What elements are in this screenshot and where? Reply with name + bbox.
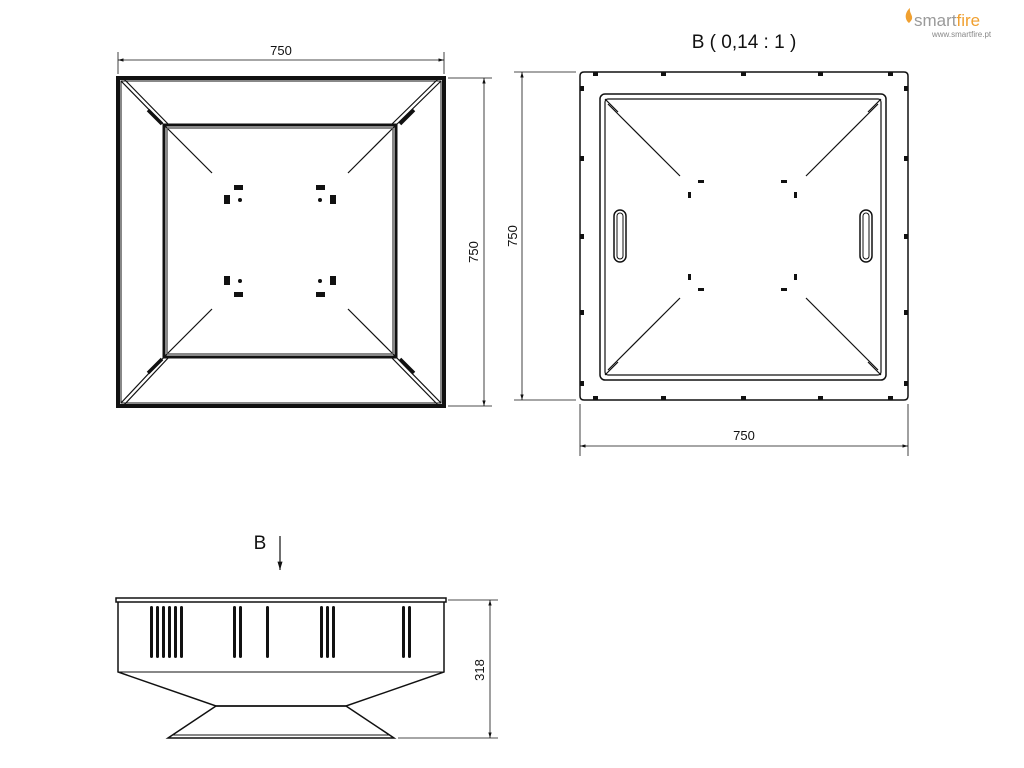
view-b-outer-plate: [579, 71, 909, 401]
side-view-bowl: [117, 602, 445, 707]
top-view-height-dimension: [448, 77, 492, 407]
view-b-handle-right: [859, 209, 873, 263]
top-view-width-dimension: [117, 52, 445, 74]
top-view-inner-frame: [120, 80, 442, 404]
view-b-mount-holes: [688, 180, 797, 291]
flame-icon: [905, 8, 913, 23]
top-view-diagonals: [167, 128, 393, 354]
side-view-height-label: 318: [472, 659, 487, 681]
view-b-rim: [599, 93, 887, 381]
view-b-height-dimension: [514, 71, 576, 401]
brand-name-part2: fire: [957, 11, 981, 30]
view-b-handle-right-inner: [862, 212, 870, 260]
view-b-title: B ( 0,14 : 1 ): [692, 32, 797, 53]
top-view-outer-frame: [116, 76, 446, 408]
view-b-marker-label: B: [254, 533, 267, 554]
top-view: [116, 76, 446, 408]
side-view-vent-slots: [150, 606, 411, 658]
view-b-edge-tabs: [580, 72, 908, 400]
side-view-top-rim: [115, 597, 447, 603]
side-view: [115, 597, 447, 739]
top-view-width-label: 750: [270, 43, 292, 58]
top-view-height-label: 750: [466, 241, 481, 263]
view-b: [579, 71, 909, 401]
view-b-width-label: 750: [733, 428, 755, 443]
top-view-corner-welds: [146, 108, 416, 375]
side-view-height-dimension: [398, 599, 498, 739]
view-b-height-label: 750: [505, 225, 520, 247]
view-b-diagonals: [607, 103, 879, 371]
top-view-bottom-opening: [162, 123, 398, 359]
view-b-handle-left-inner: [616, 212, 624, 260]
top-view-bottom-opening-inner: [166, 127, 394, 355]
brand-logo: smartfire www.smartfire.pt: [905, 8, 992, 39]
side-view-pedestal: [165, 705, 397, 739]
svg-text:smartfire: smartfire: [914, 11, 980, 30]
top-view-mount-holes: [224, 185, 336, 297]
view-b-width-dimension: [579, 404, 909, 456]
view-b-handle-left: [613, 209, 627, 263]
view-b-rim-inner: [604, 98, 882, 376]
brand-website: www.smartfire.pt: [931, 30, 992, 39]
brand-name-part1: smart: [914, 11, 957, 30]
view-b-corner-bevels: [604, 98, 882, 376]
